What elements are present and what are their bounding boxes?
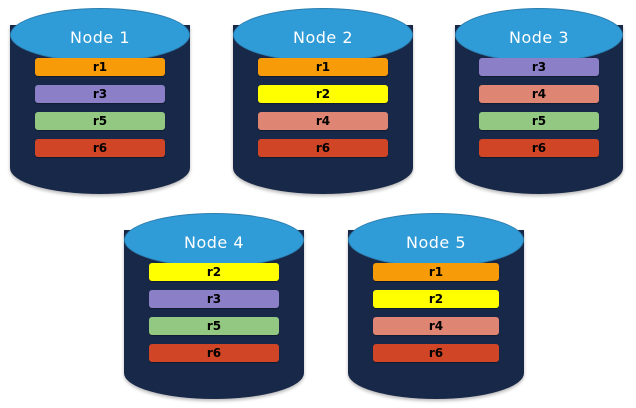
replica-bar-r6[interactable]: r6 [258,139,388,157]
replica-bar-r6[interactable]: r6 [35,139,165,157]
node-2[interactable]: Node 2 r1 r2 r4 r6 [233,8,413,194]
node-cylinder-top: Node 4 [124,213,304,267]
replica-bar-r3[interactable]: r3 [35,85,165,103]
replica-bar-r1[interactable]: r1 [372,263,500,281]
replica-bar-r2[interactable]: r2 [372,290,500,308]
replica-bar-r6[interactable]: r6 [149,344,279,362]
node-cylinder-top: Node 5 [348,213,524,267]
node-4[interactable]: Node 4 r2 r3 r5 r6 [124,213,304,399]
node-cylinder-top: Node 1 [10,8,190,62]
replica-list: r1 r2 r4 r6 [233,58,413,157]
replica-bar-r5[interactable]: r5 [149,317,279,335]
node-label: Node 4 [183,232,245,252]
replica-bar-r4[interactable]: r4 [258,112,388,130]
replica-bar-r5[interactable]: r5 [478,112,600,130]
replica-list: r2 r3 r5 r6 [124,263,304,362]
node-label: Node 1 [69,27,131,47]
replica-bar-r5[interactable]: r5 [35,112,165,130]
node-label: Node 5 [405,232,467,252]
replica-bar-r3[interactable]: r3 [149,290,279,308]
replica-list: r3 r4 r5 r6 [455,58,623,157]
replica-bar-r4[interactable]: r4 [372,317,500,335]
node-label: Node 2 [292,27,354,47]
replica-bar-r2[interactable]: r2 [258,85,388,103]
node-label: Node 3 [508,27,570,47]
replica-bar-r6[interactable]: r6 [372,344,500,362]
replica-bar-r2[interactable]: r2 [149,263,279,281]
replica-bar-r6[interactable]: r6 [478,139,600,157]
replica-bar-r3[interactable]: r3 [478,58,600,76]
replica-bar-r1[interactable]: r1 [35,58,165,76]
replica-list: r1 r3 r5 r6 [10,58,190,157]
node-5[interactable]: Node 5 r1 r2 r4 r6 [348,213,524,399]
replica-bar-r4[interactable]: r4 [478,85,600,103]
node-1[interactable]: Node 1 r1 r3 r5 r6 [10,8,190,194]
replica-bar-r1[interactable]: r1 [258,58,388,76]
replica-list: r1 r2 r4 r6 [348,263,524,362]
node-cylinder-top: Node 2 [233,8,413,62]
node-cylinder-top: Node 3 [455,8,623,62]
node-3[interactable]: Node 3 r3 r4 r5 r6 [455,8,623,194]
